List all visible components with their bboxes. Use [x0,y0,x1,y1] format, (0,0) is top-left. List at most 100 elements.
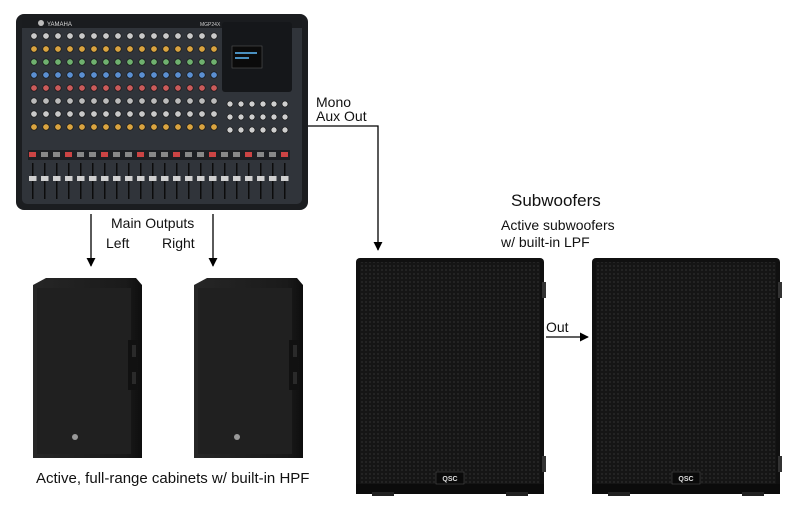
fader-cap [29,176,37,181]
aux-out-label: Aux Out [316,108,367,124]
mixer-model-label: MGP24X [200,22,221,28]
mixer-knob [114,110,122,118]
mixer-knob [42,71,50,79]
fader-cap [209,176,217,181]
mixer-knob [237,100,245,108]
mixer-knob [248,126,256,134]
mixer-knob [42,45,50,53]
mixer-knob [174,97,182,105]
mixer-knob [138,97,146,105]
mixer-knob [30,45,38,53]
mixer-knob [126,32,134,40]
fader-cap [125,176,133,181]
mixer-knob [138,45,146,53]
mixer-channel-button [89,152,96,157]
mixer-knob [226,113,234,121]
mixer-knob [66,58,74,66]
cabinets-caption: Active, full-range cabinets w/ built-in … [36,470,310,487]
mixer-channel-button [53,152,60,157]
mixer-knob [186,110,194,118]
mixer-knob [114,97,122,105]
fullrange-cabinet-right [194,278,303,458]
mixer-knob [102,97,110,105]
mixer-channel-button [221,152,228,157]
mixer-knob [210,58,218,66]
mixer-knob [210,45,218,53]
mixer-knob [162,84,170,92]
mixer-channel-button [281,152,288,157]
fader-cap [113,176,121,181]
mixer-channel-button [185,152,192,157]
mixer-knob [248,100,256,108]
mixer-knob [174,58,182,66]
mixer-knob [54,97,62,105]
mixer-knob [54,84,62,92]
mixer-knob [54,71,62,79]
mixer-knob [162,110,170,118]
fader-cap [65,176,73,181]
svg-text:YAMAHA: YAMAHA [47,22,72,28]
mixer-knob [54,123,62,131]
mixer-channel-button [245,152,252,157]
mixer-knob [78,84,86,92]
mixer-knob [66,84,74,92]
fader-cap [101,176,109,181]
mixer-knob [66,32,74,40]
mixer-knob [90,110,98,118]
mixer-knob [150,123,158,131]
mixer-knob [114,32,122,40]
mixer-knob [162,45,170,53]
fader-cap [89,176,97,181]
mixer-knob [150,110,158,118]
mixer-knob [174,71,182,79]
mixer-knob [42,97,50,105]
mixer-channel-button [65,152,72,157]
mixer-knob [30,71,38,79]
mixer-knob [259,113,267,121]
fader-cap [137,176,145,181]
subwoofer-1: QSC [356,258,546,496]
mixer-knob [210,32,218,40]
mixer-knob [78,123,86,131]
mixer-knob [126,45,134,53]
mixer-knob [150,32,158,40]
mixer-knob [198,32,206,40]
mixer-channel-button [125,152,132,157]
mixer-knob [102,45,110,53]
qsc-badge: QSC [435,471,465,485]
mixer-knob [186,123,194,131]
mixer-knob [102,32,110,40]
mixer-knob [198,45,206,53]
mixer-knob [54,110,62,118]
fader-cap [221,176,229,181]
mono-label: Mono [316,94,352,110]
fader-cap [281,176,289,181]
mixer-knob [138,110,146,118]
fader-cap [53,176,61,181]
mixer-knob [210,97,218,105]
mixer-knob [114,58,122,66]
mixer-knob [90,123,98,131]
mixer-knob [126,123,134,131]
mixer-channel-button [149,152,156,157]
mixer-knob [90,97,98,105]
mixer-knob [114,84,122,92]
fader-cap [233,176,241,181]
mixer-knob [30,97,38,105]
fullrange-cabinet-left [33,278,142,458]
mixer-knob [150,58,158,66]
mixer-knob [138,84,146,92]
subwoofers-desc-line1: Active subwoofers [501,217,615,233]
qsc-badge: QSC [671,471,701,485]
mixer-knob [138,71,146,79]
mixer-knob [186,58,194,66]
mixer: YAMAHA MGP24X [16,14,308,210]
mixer-channel-button [29,152,36,157]
mixer-knob [259,100,267,108]
mixer-knob [162,123,170,131]
fader-cap [197,176,205,181]
mixer-knob [138,123,146,131]
mixer-knob [210,110,218,118]
mixer-knob [66,71,74,79]
